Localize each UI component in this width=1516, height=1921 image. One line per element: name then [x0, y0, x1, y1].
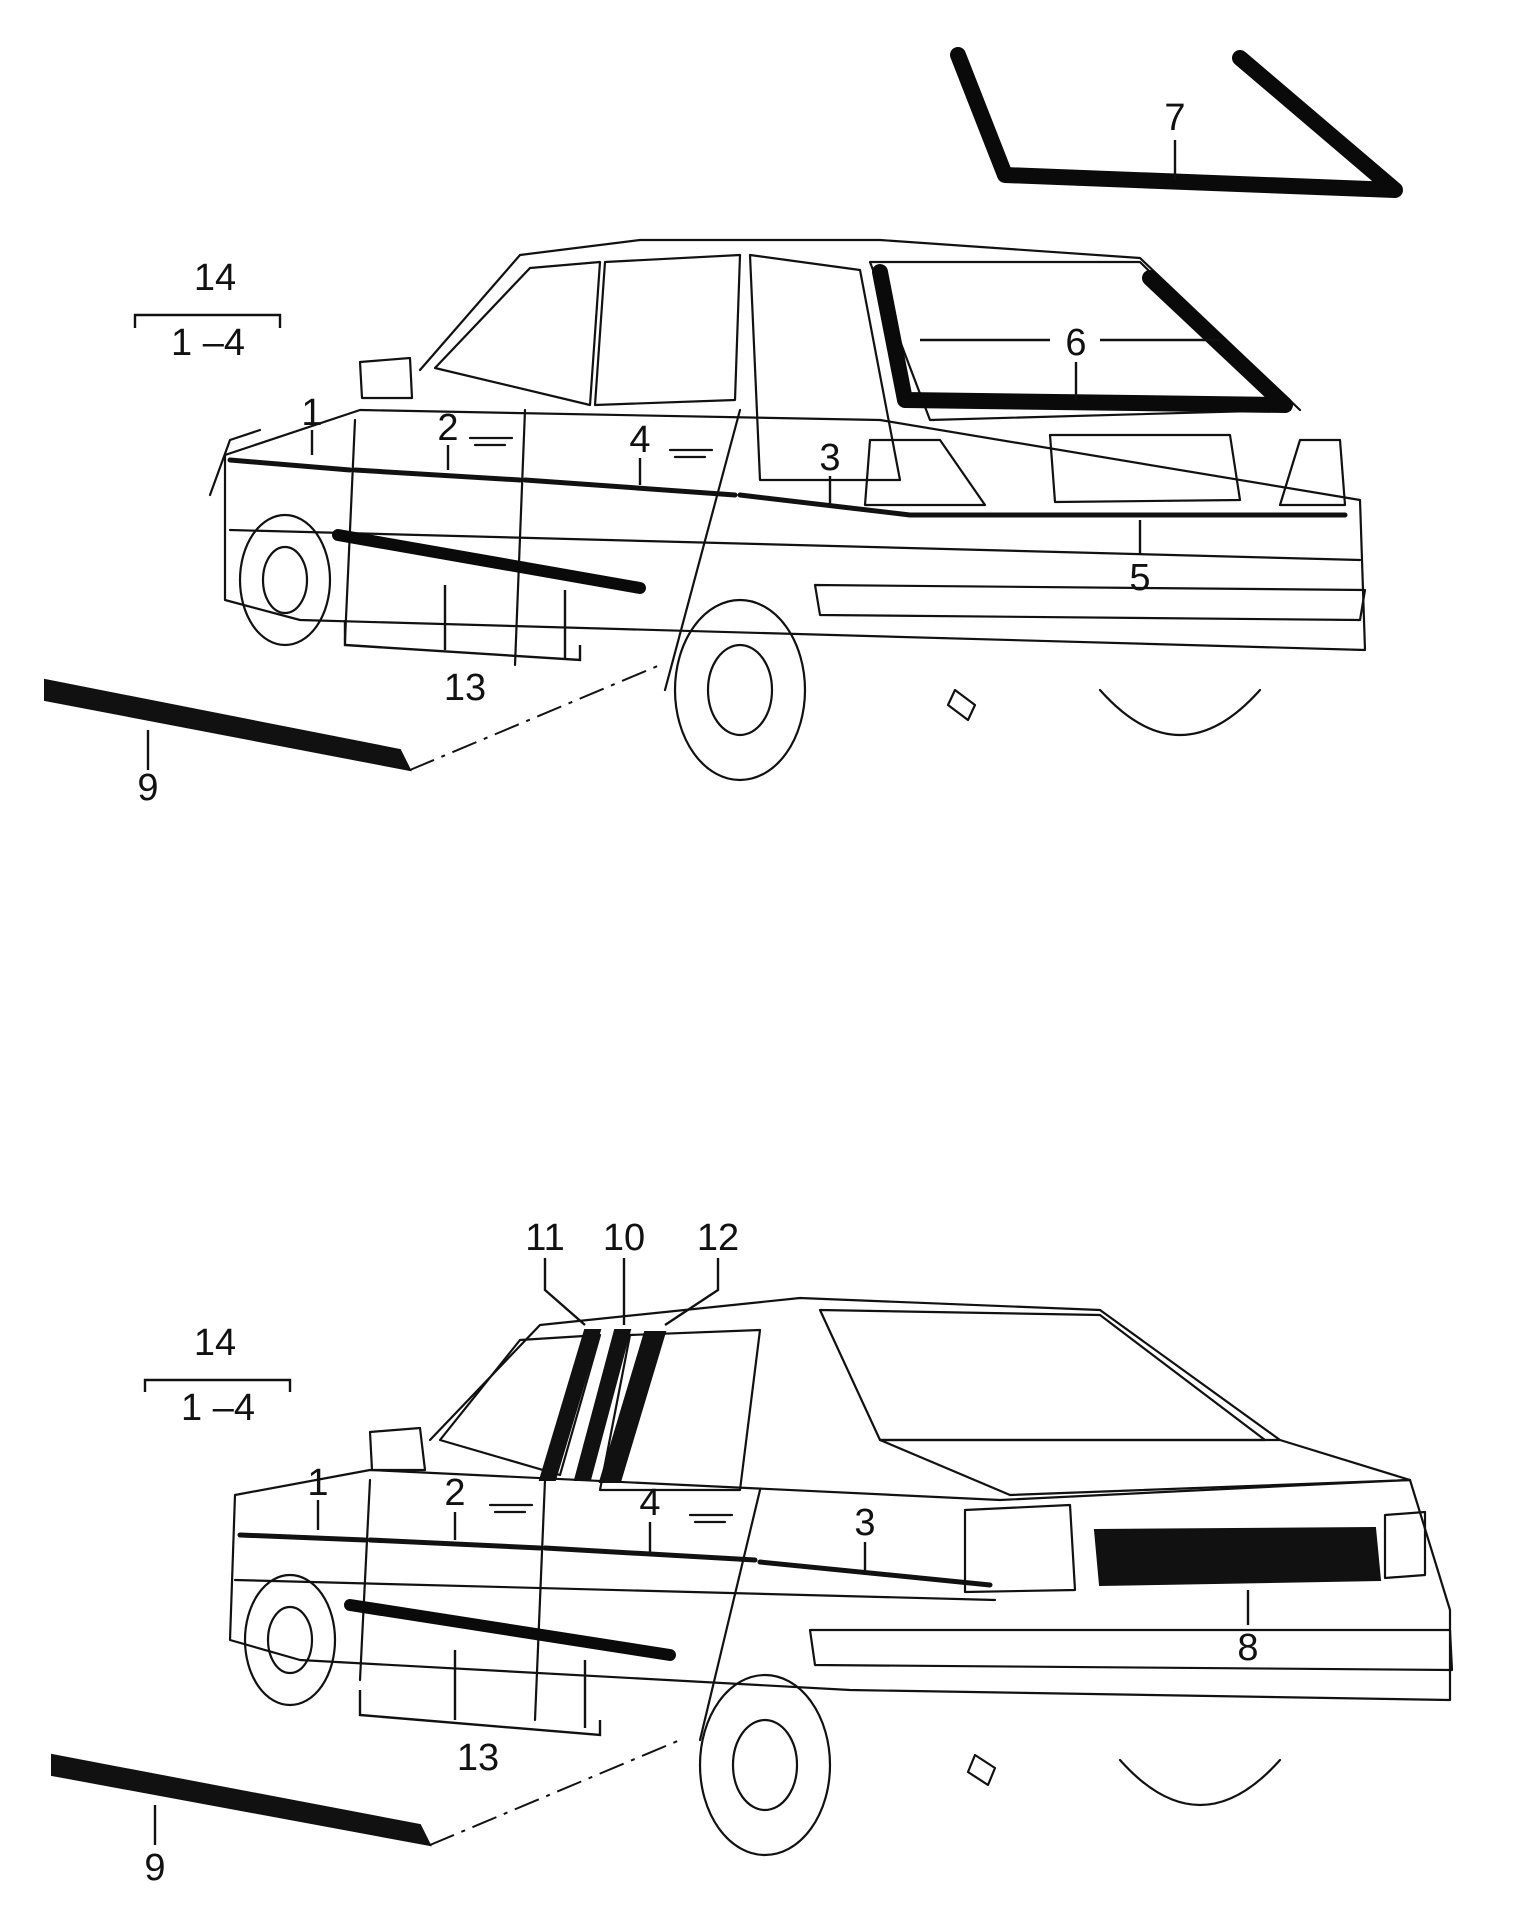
group-number-upper: 14	[194, 257, 236, 299]
group-bracket-lower	[143, 1378, 292, 1392]
trim-part-1	[237, 1532, 368, 1543]
callout-7-upper: 7	[1164, 97, 1185, 139]
callout-4-upper: 4	[629, 419, 650, 461]
callout-2-lower: 2	[444, 1472, 465, 1514]
callout-9-upper: 9	[137, 767, 158, 809]
hatchback-trim-parts	[44, 47, 1403, 772]
callout-6-upper: 6	[1065, 322, 1086, 364]
group-number-lower: 14	[194, 1322, 236, 1364]
trim-part-11	[538, 1329, 602, 1481]
trim-part-12	[598, 1331, 667, 1483]
trim-part-3	[737, 492, 913, 518]
trim-part-1	[227, 457, 353, 473]
group-range-lower: 1 –4	[181, 1387, 255, 1429]
trim-part-6	[872, 264, 1293, 413]
trim-part-4	[542, 1545, 758, 1563]
sedan-illustration	[228, 1296, 1454, 1857]
callout-8-lower: 8	[1237, 1627, 1258, 1669]
callout-10-lower: 10	[603, 1217, 645, 1259]
callout-1-upper: 1	[301, 392, 322, 434]
trim-part-2	[352, 467, 523, 483]
group-bracket-upper	[133, 313, 282, 328]
sedan-trim-parts	[51, 1329, 1382, 1847]
callout-11-lower: 11	[525, 1217, 564, 1259]
callout-1-lower: 1	[307, 1462, 328, 1504]
trim-part-9	[51, 1753, 432, 1847]
trim-part-9	[44, 678, 412, 772]
callout-13-upper: 13	[444, 667, 486, 709]
trim-part-8	[1093, 1526, 1382, 1587]
trim-part-4	[522, 477, 738, 498]
group-range-upper: 1 –4	[171, 322, 245, 364]
callout-12-lower: 12	[697, 1217, 739, 1259]
trim-part-2	[367, 1537, 543, 1551]
sedan-callouts: 11 10 12 14 1 –4 1 2 4 3 8 9 13	[143, 1217, 1259, 1889]
callout-2-upper: 2	[437, 407, 458, 449]
callout-13-lower: 13	[457, 1737, 499, 1779]
callout-5-upper: 5	[1129, 557, 1150, 599]
callout-3-upper: 3	[819, 437, 840, 479]
callout-9-lower: 9	[144, 1847, 165, 1889]
callout-3-lower: 3	[854, 1502, 875, 1544]
trim-part-10	[573, 1329, 632, 1481]
callout-4-lower: 4	[639, 1482, 660, 1524]
hatchback-callouts: 14 1 –4 1 2 4 3 5 6 7 9 13	[133, 97, 1220, 809]
trim-part-3	[757, 1559, 993, 1588]
trim-part-7	[950, 47, 1403, 198]
